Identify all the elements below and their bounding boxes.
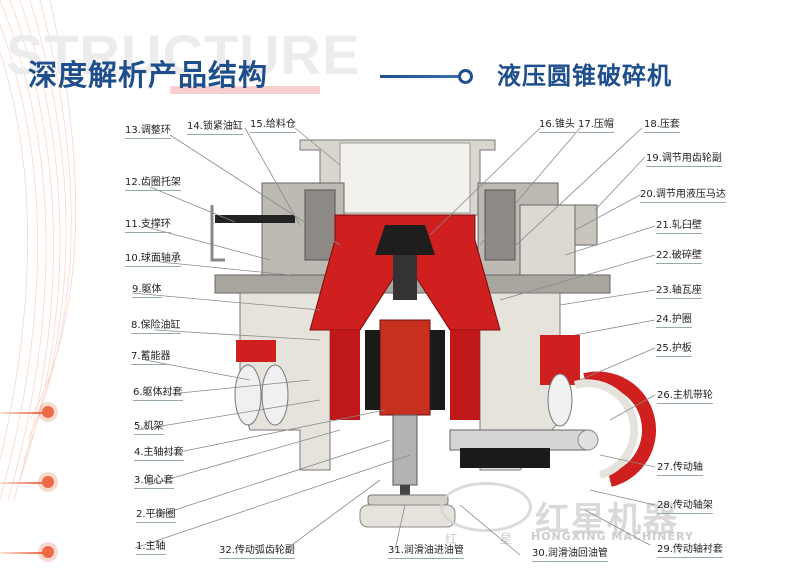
label-hydraulic-motor: 20.调节用液压马达 (640, 188, 726, 203)
title-connector-line (380, 75, 460, 78)
label-drive-shaft: 27.传动轴 (657, 461, 703, 476)
label-mantle: 22.破碎壁 (656, 249, 702, 264)
label-locking-cylinder: 14.锁紧油缸 (187, 120, 243, 135)
label-support-ring: 11.支撑环 (125, 218, 171, 233)
label-main-pulley: 26.主机带轮 (657, 389, 713, 404)
label-oil-return-pipe: 30.润滑油回油管 (532, 547, 608, 562)
label-frame: 5.机架 (134, 420, 164, 435)
label-balance-ring: 2.平衡圈 (136, 508, 176, 523)
brand-watermark-english: HONGXING MACHINERY (531, 530, 694, 543)
bullet-line-2 (0, 482, 44, 484)
label-guard-ring: 24.护圈 (656, 313, 692, 328)
label-press-cap: 17.压帽 (578, 118, 614, 133)
label-oil-inlet-pipe: 31.润滑油进油管 (388, 544, 464, 559)
bullet-line-3 (0, 552, 44, 554)
page-title: 深度解析产品结构 (28, 58, 269, 92)
label-guard-plate: 25.护板 (656, 342, 692, 357)
title-highlight (170, 86, 320, 94)
label-adjusting-ring: 13.调整环 (125, 124, 171, 139)
label-eccentric-bushing: 3.偏心套 (134, 474, 174, 489)
label-bowl-liner: 6.躯体衬套 (133, 386, 183, 401)
label-concave: 21.轧臼壁 (656, 219, 702, 234)
brand-logo-watermark (440, 482, 532, 532)
bullet-dot-3 (42, 546, 54, 558)
label-feed-hopper: 15.给料仓 (250, 118, 296, 133)
label-gear-ring-bracket: 12.齿圈托架 (125, 176, 181, 191)
label-adjusting-gear-pair: 19.调节用齿轮副 (646, 152, 722, 167)
label-bearing-seat: 23.轴瓦座 (656, 284, 702, 299)
label-bowl-body: 9.躯体 (132, 283, 162, 298)
label-cone-head: 16.锥头 (539, 118, 575, 133)
label-press-sleeve: 18.压套 (644, 118, 680, 133)
label-main-shaft: 1.主轴 (136, 540, 166, 555)
decorative-waves (0, 0, 77, 501)
brand-logo-char-2: 星 (500, 532, 513, 546)
brand-logo-char-1: 红 (445, 532, 458, 546)
bullet-line-1 (0, 412, 44, 414)
bullet-dot-1 (42, 406, 54, 418)
product-title: 液压圆锥破碎机 (497, 62, 672, 90)
label-spherical-bearing: 10.球面轴承 (125, 252, 181, 267)
label-drive-shaft-frame: 28.传动轴架 (657, 499, 713, 514)
bullet-dot-2 (42, 476, 54, 488)
title-connector-dot (458, 69, 473, 84)
label-safety-cylinder: 8.保险油缸 (131, 319, 181, 334)
label-main-shaft-bushing: 4.主轴衬套 (134, 446, 184, 461)
background-watermark-word: STRUCTURE (6, 23, 361, 86)
label-drive-shaft-bushing: 29.传动轴衬套 (657, 543, 723, 558)
label-bevel-gear-pair: 32.传动弧齿轮副 (219, 544, 295, 559)
label-accumulator: 7.蓄能器 (131, 350, 171, 365)
